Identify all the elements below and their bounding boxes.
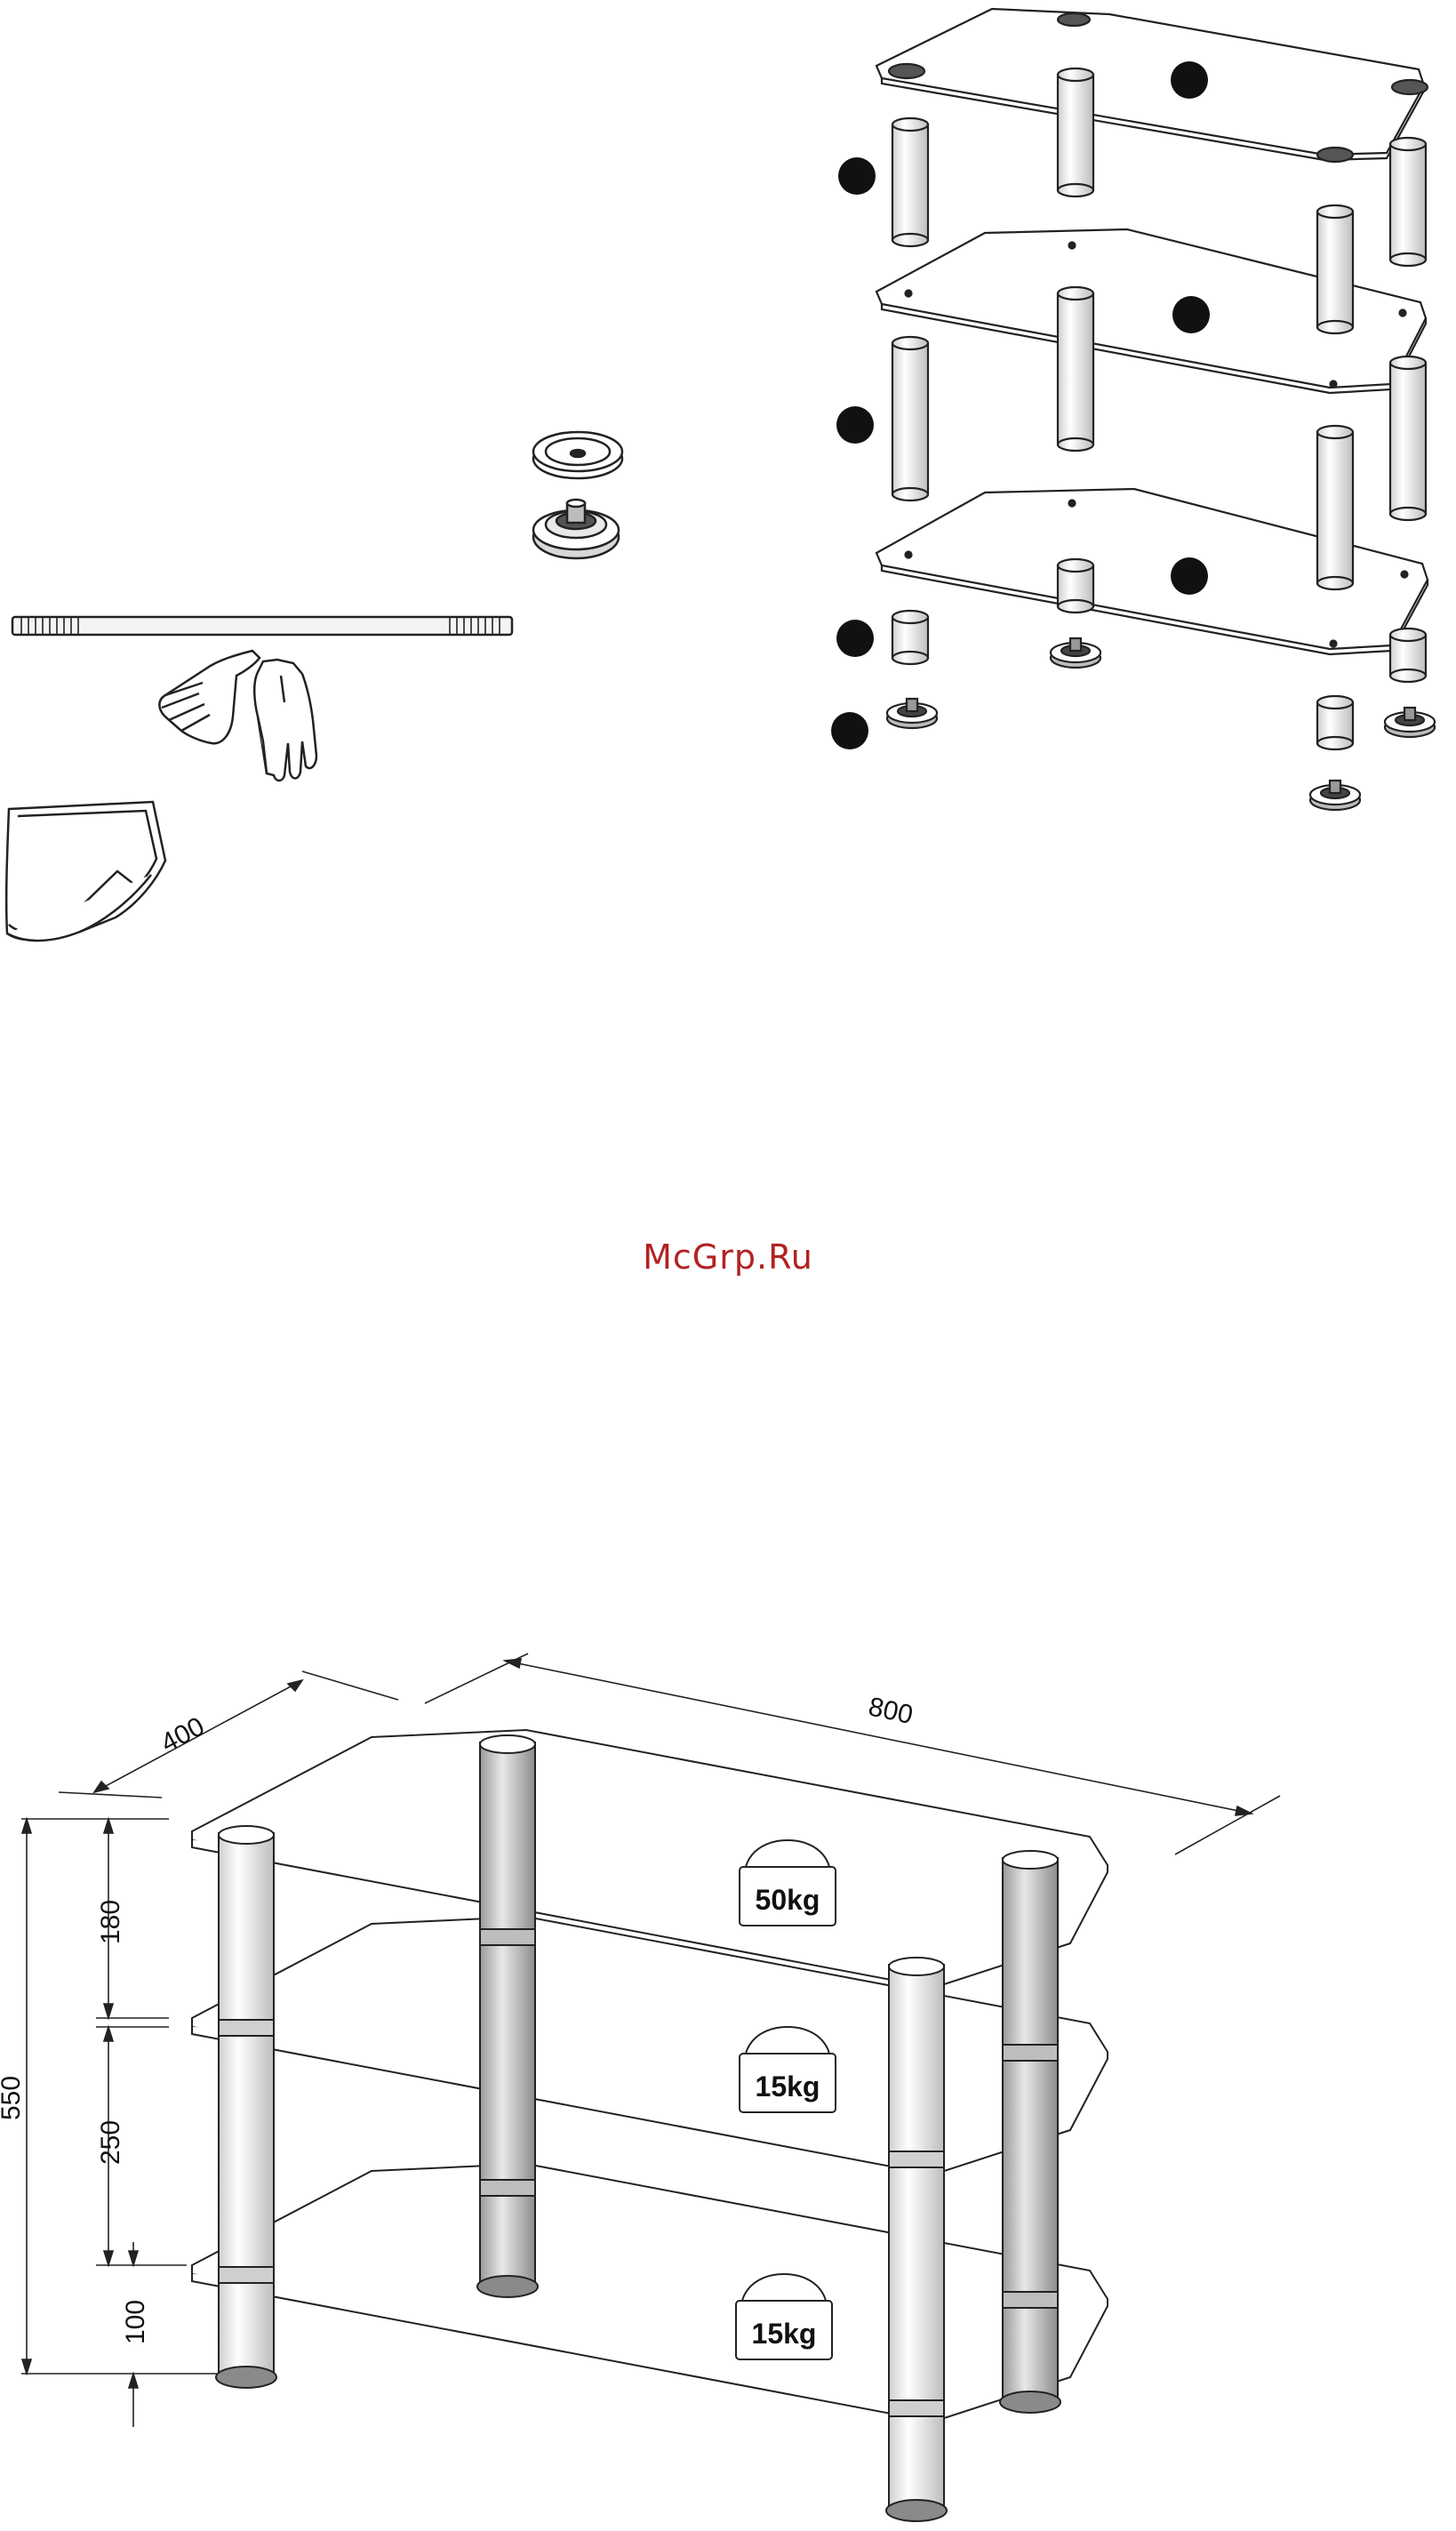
gap-middle-label: 250 — [96, 2120, 125, 2165]
assembled-post-front-left — [216, 1826, 276, 2388]
threaded-rod-icon — [12, 617, 512, 635]
step-marker-glide-feet — [831, 712, 868, 749]
step-marker-top-shelf — [1171, 61, 1208, 99]
step-marker-middle-shelf — [1172, 296, 1210, 333]
total-height-label: 550 — [0, 2076, 26, 2120]
step-marker-short-tubes — [836, 620, 874, 657]
assembled-post-front-right — [886, 1958, 947, 2521]
load-middle-label: 15kg — [756, 2070, 820, 2102]
exploded-shelf-view — [831, 9, 1435, 810]
assembled-stand — [192, 1730, 1108, 2521]
step-marker-bottom-shelf — [1171, 557, 1208, 595]
dimension-drawing: 400 800 550 180 250 100 50kg 15kg 15kg — [0, 1654, 1280, 2521]
tools-group — [6, 432, 622, 941]
cloth-icon — [6, 802, 165, 941]
shelf-top-exploded — [876, 9, 1428, 162]
gap-top-label: 180 — [96, 1900, 125, 1944]
assembled-post-back-left — [477, 1735, 538, 2297]
load-bottom-label: 15kg — [752, 2318, 817, 2350]
step-marker-lower-tubes — [836, 406, 874, 444]
glide-foot-exploded-icon — [533, 432, 622, 558]
load-top-label: 50kg — [756, 1884, 820, 1916]
width-label: 800 — [866, 1692, 916, 1730]
step-marker-upper-tubes — [838, 157, 876, 195]
depth-label: 400 — [156, 1711, 210, 1758]
assembled-post-back-right — [1000, 1851, 1060, 2413]
watermark-text: McGrp.Ru — [0, 1237, 1456, 1277]
step-marker-dots — [831, 61, 1210, 749]
gloves-icon — [159, 651, 316, 781]
gap-bottom-label: 100 — [121, 2300, 150, 2344]
